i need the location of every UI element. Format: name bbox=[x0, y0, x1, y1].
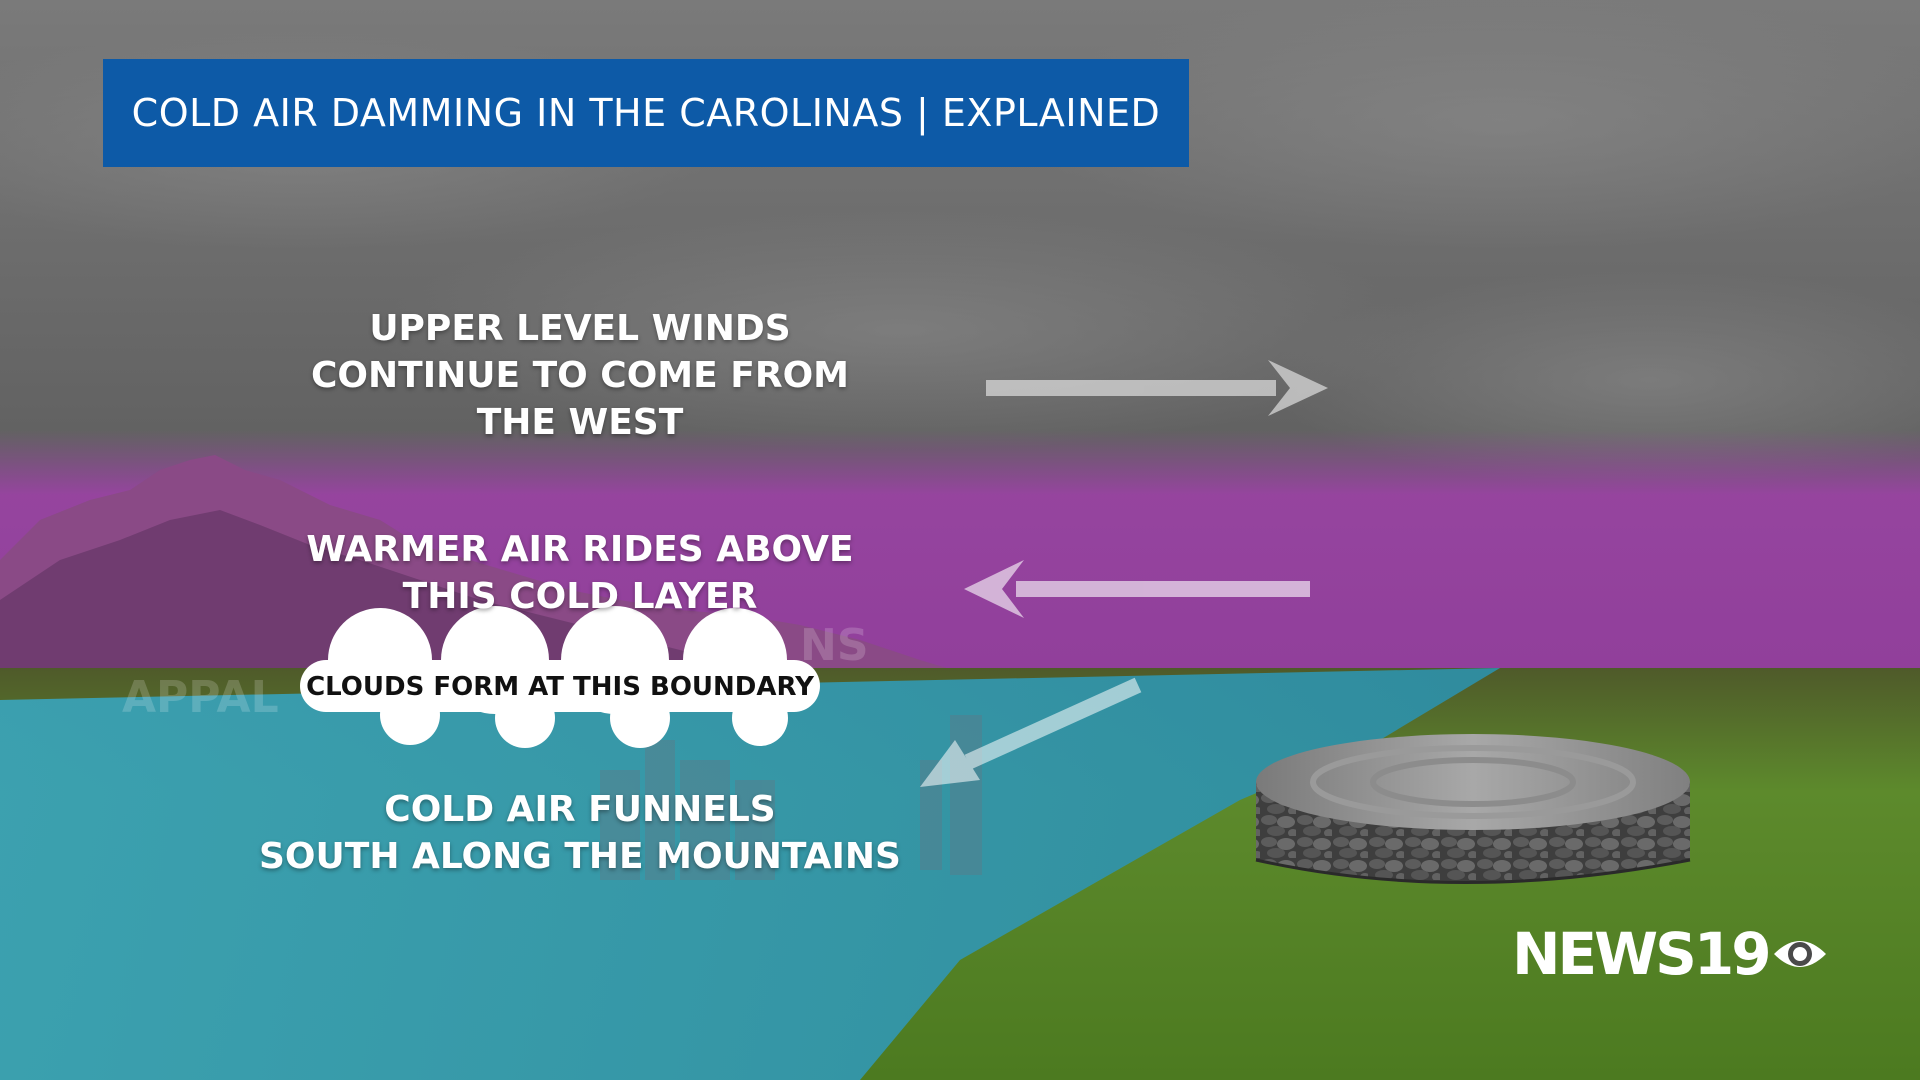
cloud-band bbox=[300, 606, 820, 748]
news19-logo: NEWS19 bbox=[1512, 925, 1829, 983]
warm-air-arrow bbox=[964, 560, 1310, 618]
cold-air-line-2: SOUTH ALONG THE MOUNTAINS bbox=[259, 836, 901, 877]
mountains-ghost-label-right: NS bbox=[800, 620, 869, 671]
logo-text: NEWS19 bbox=[1512, 920, 1772, 988]
mountains-ghost-label-left: APPAL bbox=[122, 672, 279, 723]
title-banner: COLD AIR DAMMING IN THE CAROLINAS | EXPL… bbox=[103, 59, 1189, 167]
upper-winds-label: UPPER LEVEL WINDS CONTINUE TO COME FROM … bbox=[260, 305, 900, 446]
stone-platform bbox=[1255, 734, 1691, 884]
upper-winds-line-1: UPPER LEVEL WINDS bbox=[369, 308, 791, 349]
upper-winds-line-3: THE WEST bbox=[476, 402, 684, 443]
cold-air-line-1: COLD AIR FUNNELS bbox=[384, 789, 776, 830]
warmer-air-line-1: WARMER AIR RIDES ABOVE bbox=[306, 529, 854, 570]
page-title: COLD AIR DAMMING IN THE CAROLINAS | EXPL… bbox=[131, 91, 1161, 135]
upper-level-wind-arrow bbox=[986, 360, 1328, 416]
cbs-eye-icon bbox=[1773, 941, 1826, 967]
cold-air-label: COLD AIR FUNNELS SOUTH ALONG THE MOUNTAI… bbox=[200, 786, 960, 880]
clouds-boundary-label: CLOUDS FORM AT THIS BOUNDARY bbox=[306, 672, 814, 702]
cold-air-funnel-arrow bbox=[920, 677, 1142, 787]
warmer-air-label: WARMER AIR RIDES ABOVE THIS COLD LAYER bbox=[260, 526, 900, 620]
upper-winds-line-2: CONTINUE TO COME FROM bbox=[311, 355, 849, 396]
warmer-air-line-2: THIS COLD LAYER bbox=[402, 576, 758, 617]
